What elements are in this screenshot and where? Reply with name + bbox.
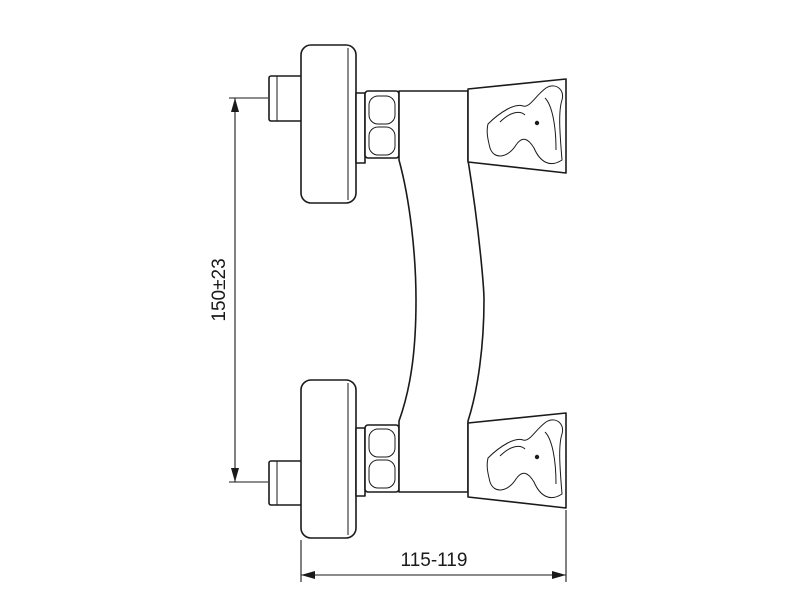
top-handle	[467, 78, 567, 174]
horizontal-dimension-label: 115-119	[401, 550, 468, 571]
horizontal-arrow-left	[301, 571, 315, 579]
top-connection	[268, 44, 400, 204]
vertical-dimension-label: 150±23	[209, 258, 230, 321]
vertical-dimension: 150±23	[209, 97, 268, 483]
horizontal-arrow-right	[552, 571, 566, 579]
bottom-connection	[268, 379, 400, 539]
bottom-wall-rosette	[300, 379, 357, 539]
bottom-connector	[355, 427, 366, 497]
bottom-hex-nut	[364, 424, 400, 493]
vertical-arrow-top	[231, 98, 239, 112]
horizontal-dimension: 115-119	[300, 510, 567, 582]
vertical-arrow-bottom	[231, 468, 239, 482]
bottom-handle	[467, 412, 567, 509]
top-hex-nut	[364, 90, 400, 159]
top-connector	[355, 92, 366, 164]
top-wall-rosette	[300, 44, 357, 204]
bottom-eccentric-stub	[268, 460, 303, 506]
top-eccentric-stub	[268, 75, 303, 122]
